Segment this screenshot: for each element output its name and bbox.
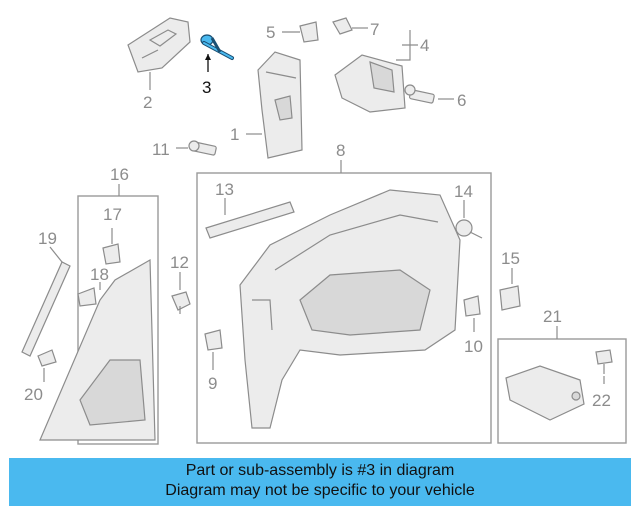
part-14-clip xyxy=(455,219,483,239)
part-8-quarter-panel xyxy=(239,189,461,429)
callout-9[interactable]: 9 xyxy=(208,374,217,393)
part-4-trim-panel xyxy=(334,54,406,113)
callout-19[interactable]: 19 xyxy=(38,229,57,248)
part-10-clip xyxy=(463,295,481,317)
banner-line-1: Part or sub-assembly is #3 in diagram xyxy=(185,462,455,479)
part-5-bracket xyxy=(299,21,319,43)
callout-13[interactable]: 13 xyxy=(215,180,234,199)
part-9-clip xyxy=(204,329,223,351)
part-22-socket xyxy=(595,349,613,374)
part-17-clip xyxy=(102,243,121,265)
callout-22[interactable]: 22 xyxy=(592,391,611,410)
part-18-clip xyxy=(77,287,97,307)
part-16-lower-trim xyxy=(39,258,156,441)
callout-11[interactable]: 11 xyxy=(152,140,170,159)
group-box-21 xyxy=(497,338,627,444)
callout-8[interactable]: 8 xyxy=(336,141,345,160)
callout-5[interactable]: 5 xyxy=(266,23,275,42)
arrow-3 xyxy=(205,54,211,60)
callout-12[interactable]: 12 xyxy=(170,253,189,272)
callout-15[interactable]: 15 xyxy=(501,249,520,268)
part-12-push-clip xyxy=(171,291,191,314)
part-21-lamp xyxy=(505,365,585,421)
part-11-bolt xyxy=(188,140,217,156)
leader-4 xyxy=(396,30,418,61)
group-box-8 xyxy=(196,172,492,444)
part-7-clip xyxy=(332,17,353,35)
callout-17[interactable]: 17 xyxy=(103,205,122,224)
banner-line-2: Diagram may not be specific to your vehi… xyxy=(165,482,475,499)
callout-2[interactable]: 2 xyxy=(143,93,152,112)
callout-21[interactable]: 21 xyxy=(543,307,562,326)
callout-16[interactable]: 16 xyxy=(110,165,129,184)
part-19-strip xyxy=(21,261,71,357)
callout-6[interactable]: 6 xyxy=(457,91,466,110)
callout-3[interactable]: 3 xyxy=(202,78,211,97)
callout-20[interactable]: 20 xyxy=(24,385,43,404)
callout-4[interactable]: 4 xyxy=(420,36,429,55)
part-2-trim-cover xyxy=(127,17,191,73)
callout-18[interactable]: 18 xyxy=(90,265,109,284)
part-20-clip xyxy=(37,349,57,367)
callout-7[interactable]: 7 xyxy=(370,20,379,39)
callout-10[interactable]: 10 xyxy=(464,337,483,356)
callout-1[interactable]: 1 xyxy=(230,125,239,144)
part-6-bolt xyxy=(404,84,435,104)
part-3-clip[interactable] xyxy=(200,34,234,60)
part-15-bracket xyxy=(499,285,521,311)
part-13-trim-strip xyxy=(205,201,295,239)
callout-14[interactable]: 14 xyxy=(454,182,473,201)
part-1-pillar-trim xyxy=(257,51,303,159)
parts-diagram: 2 3 1 5 7 4 6 11 xyxy=(21,17,627,445)
info-banner: Part or sub-assembly is #3 in diagram Di… xyxy=(9,458,631,506)
group-box-16 xyxy=(77,195,159,445)
leader-19 xyxy=(49,246,63,263)
